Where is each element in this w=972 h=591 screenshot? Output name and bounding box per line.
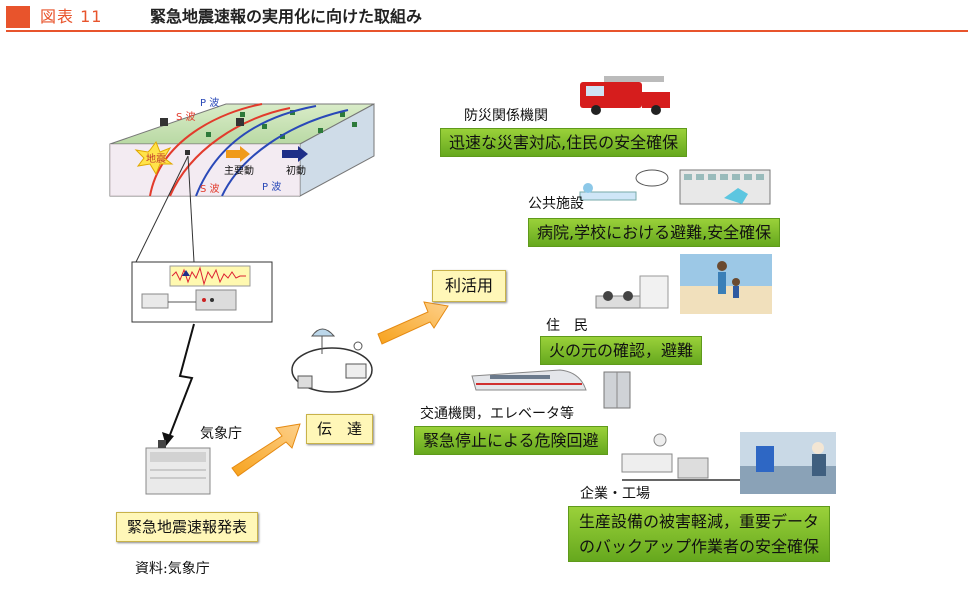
main-motion-label: 主要動 bbox=[224, 166, 254, 177]
target-benefit-disaster-agencies: 迅速な災害対応,住民の安全確保 bbox=[440, 128, 688, 157]
target-benefit-industry-line1: 生産設備の被害軽減，重要データ bbox=[579, 512, 820, 531]
utilization-box: 利活用 bbox=[432, 270, 507, 302]
p-wave-bottom-label: P 波 bbox=[262, 182, 282, 193]
factory-line-icon bbox=[621, 433, 740, 481]
satellite-dish-icon bbox=[291, 328, 373, 393]
announcement-box: 緊急地震速報発表 bbox=[116, 512, 259, 542]
target-benefit-industry: 生産設備の被害軽減，重要データ のバックアップ作業者の安全確保 bbox=[568, 506, 831, 562]
hospital-bed-icon bbox=[579, 169, 669, 201]
seismograph-icon bbox=[131, 261, 273, 323]
school-building-icon bbox=[679, 169, 771, 205]
elevator-icon bbox=[603, 371, 631, 409]
arrow-jma-to-transmission bbox=[231, 423, 301, 477]
s-wave-bottom-label: S 波 bbox=[200, 184, 220, 195]
target-benefit-residents: 火の元の確認，避難 bbox=[540, 336, 703, 365]
family-beach-photo bbox=[680, 254, 772, 314]
transmission-box: 伝 達 bbox=[306, 414, 374, 444]
page-title: 緊急地震速報の実用化に向けた取組み bbox=[150, 7, 423, 26]
target-category-residents: 住 民 bbox=[546, 318, 588, 334]
fire-truck-icon bbox=[580, 76, 670, 115]
target-category-industry: 企業・工場 bbox=[580, 486, 650, 502]
initial-motion-label: 初動 bbox=[286, 166, 306, 177]
s-wave-top-label: S 波 bbox=[176, 112, 196, 123]
target-benefit-public-facilities: 病院,学校における避難,安全確保 bbox=[528, 218, 781, 247]
target-category-transport: 交通機関，エレベータ等 bbox=[420, 406, 574, 422]
epicenter-label: 地震 bbox=[146, 154, 166, 165]
source-note: 資料:気象庁 bbox=[135, 561, 210, 577]
header-rule bbox=[6, 30, 968, 32]
target-category-public-facilities: 公共施設 bbox=[528, 196, 584, 212]
train-icon bbox=[471, 369, 587, 391]
server-icon bbox=[145, 440, 211, 495]
worker-photo bbox=[740, 432, 836, 494]
seismic-block bbox=[109, 103, 375, 197]
figure-number: 図表 11 bbox=[40, 7, 103, 26]
lightning-line bbox=[167, 323, 195, 441]
header-accent-mark bbox=[6, 6, 30, 28]
target-category-disaster-agencies: 防災関係機関 bbox=[464, 108, 548, 124]
arrow-transmission-to-utilization bbox=[377, 301, 449, 345]
stove-icon bbox=[595, 275, 669, 309]
p-wave-top-label: P 波 bbox=[200, 98, 220, 109]
target-benefit-transport: 緊急停止による危険回避 bbox=[414, 426, 608, 455]
jma-label: 気象庁 bbox=[200, 426, 242, 442]
target-benefit-industry-line2: のバックアップ作業者の安全確保 bbox=[579, 537, 820, 556]
